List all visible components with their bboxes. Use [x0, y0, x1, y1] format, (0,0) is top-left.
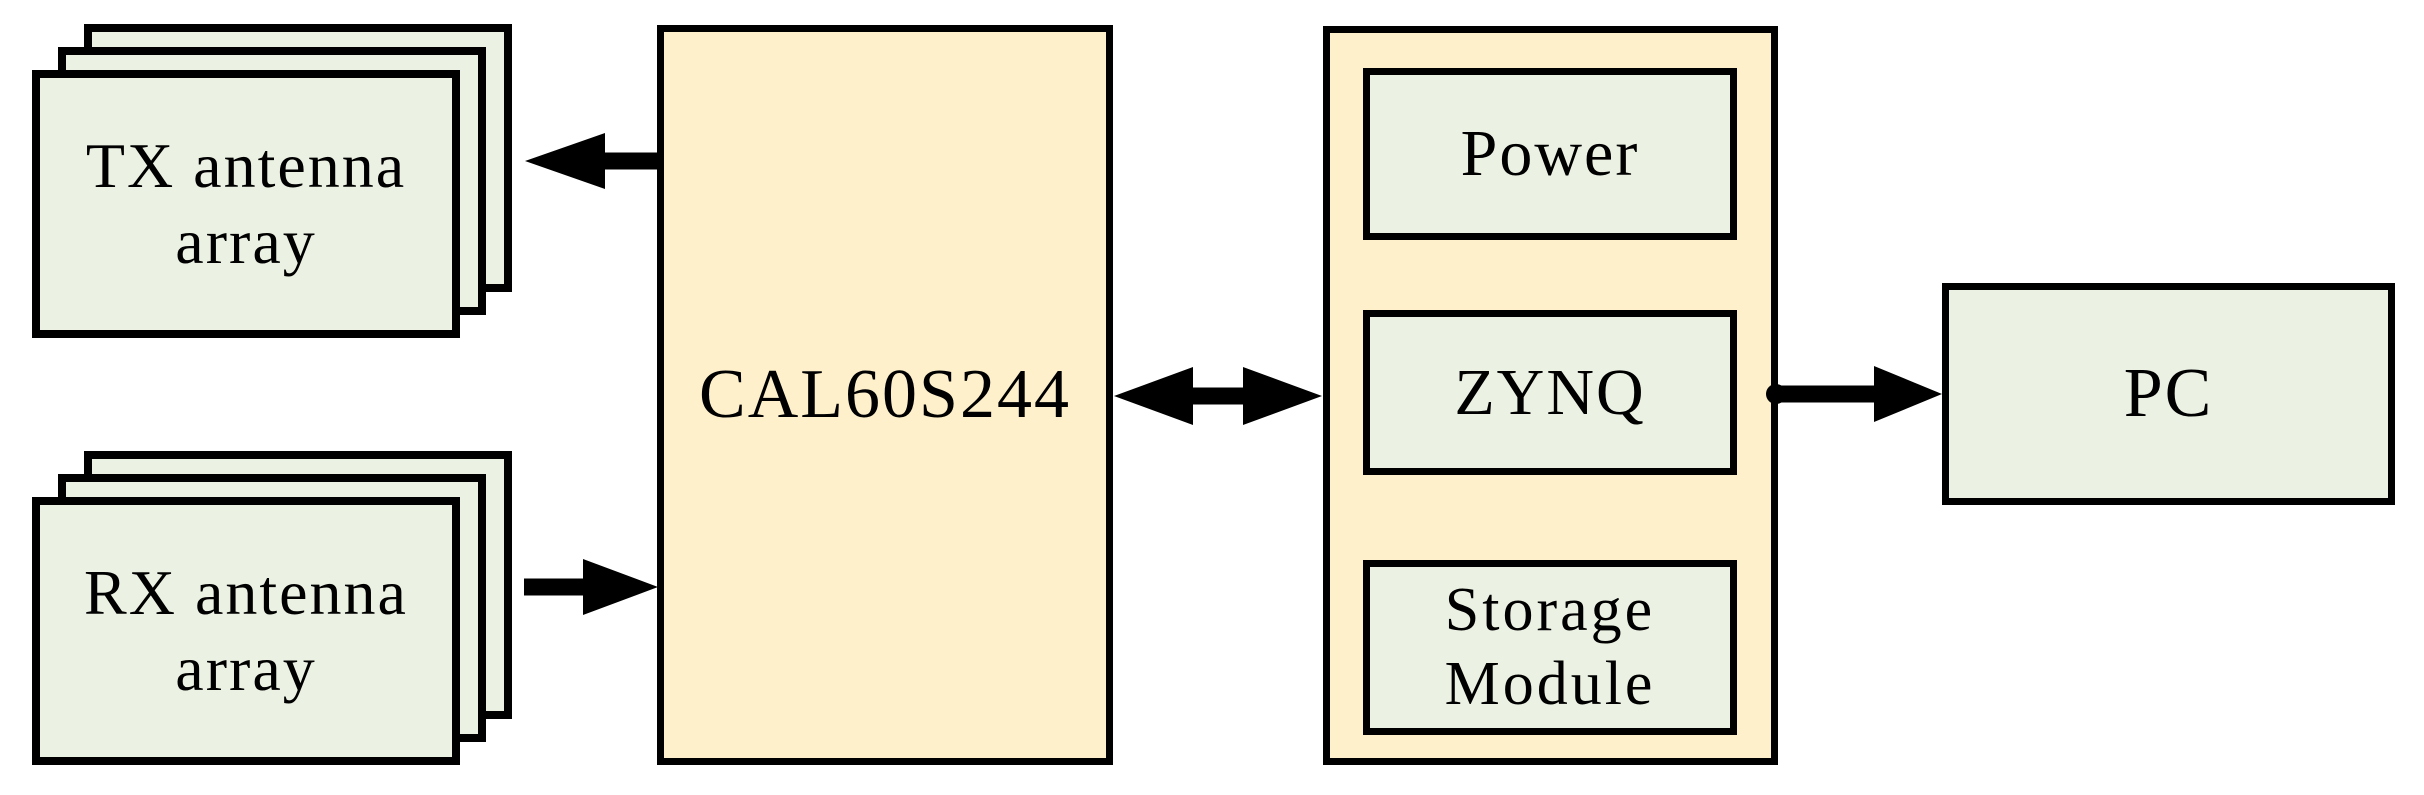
zynq-block: ZYNQ: [1363, 310, 1737, 475]
storage-module-block: Storage Module: [1363, 560, 1737, 735]
rx-antenna-array-label: RX antenna array: [32, 497, 460, 765]
tx-label-line2: array: [175, 206, 317, 277]
storage-label-line2: Module: [1444, 649, 1656, 718]
pc-label: PC: [2123, 355, 2214, 432]
arrow-zynq-to-pc-head: [1874, 366, 1942, 422]
power-block: Power: [1363, 68, 1737, 240]
tx-card-layer-front: [32, 70, 460, 338]
storage-label-line1: Storage: [1444, 576, 1656, 645]
zynq-label: ZYNQ: [1454, 355, 1646, 429]
tx-antenna-array-label: TX antenna array: [32, 70, 460, 338]
arrow-cal-to-tx-array: [525, 133, 658, 189]
rx-label-line1: RX antenna: [84, 557, 408, 629]
rx-card-layer-front: [32, 497, 460, 765]
rx-label-line2: array: [175, 633, 317, 704]
power-label: Power: [1460, 117, 1640, 190]
arrow-zynq-to-pc-shaft: [1774, 385, 1876, 403]
cal60s244-block: CAL60S244: [657, 25, 1113, 765]
pc-block: PC: [1942, 283, 2395, 505]
tx-label-line1: TX antenna: [85, 130, 407, 202]
arrow-rx-array-to-cal: [524, 559, 658, 615]
cal60s244-label: CAL60S244: [699, 356, 1071, 433]
arrow-cal-zynq-bidirectional: [1114, 367, 1322, 425]
